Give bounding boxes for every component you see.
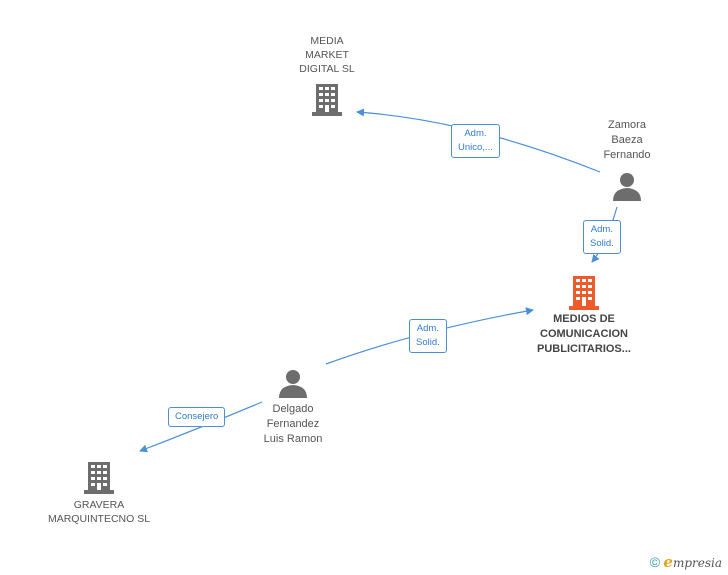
edge-label-delgado-medios[interactable]: Adm. Solid. [409,319,447,353]
node-zamora[interactable]: Zamora Baeza Fernando [582,118,672,201]
building-icon [312,84,342,116]
edge-label-zamora-media[interactable]: Adm. Unico,... [451,124,500,158]
empresia-logo: empresia [663,553,722,571]
node-label: MEDIA MARKET DIGITAL SL [299,35,355,75]
person-icon [279,370,307,398]
node-label: Delgado Fernandez Luis Ramon [263,403,323,445]
footer-brand: © empresia [650,553,722,571]
edge-delgado-to-gravera [139,401,263,453]
edge-label-delgado-gravera[interactable]: Consejero [168,407,226,427]
copyright-symbol: © [649,554,661,570]
building-icon [569,276,599,310]
person-icon [613,173,641,201]
node-label: Zamora Baeza Fernando [603,119,651,161]
building-icon [84,462,114,494]
node-label: MEDIOS DE COMUNICACION PUBLICITARIOS... [537,313,631,355]
node-medios[interactable]: MEDIOS DE COMUNICACION PUBLICITARIOS... [522,274,646,357]
node-gravera[interactable]: GRAVERA MARQUINTECNO SL [44,460,154,526]
node-media-market[interactable]: MEDIA MARKET DIGITAL SL [282,34,372,116]
node-delgado[interactable]: Delgado Fernandez Luis Ramon [248,368,338,447]
edge-label-zamora-medios[interactable]: Adm. Solid. [583,220,621,254]
node-label: GRAVERA MARQUINTECNO SL [47,499,151,525]
